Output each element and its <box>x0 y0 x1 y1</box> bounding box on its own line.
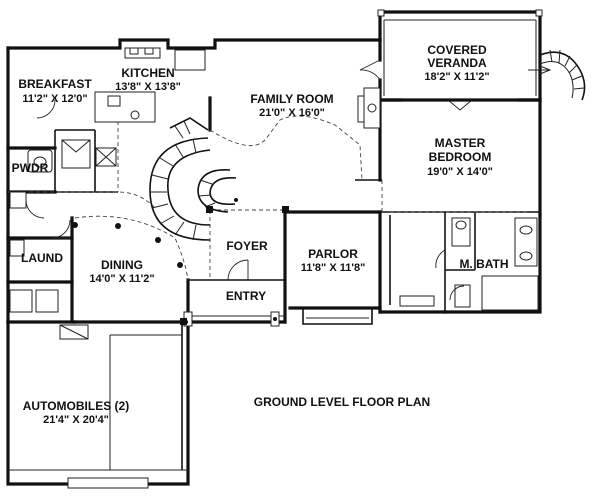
covered-veranda-label-1: COVERED <box>427 43 487 57</box>
family-room-label: FAMILY ROOM <box>250 92 333 106</box>
pwdr-label: PWDR <box>12 161 49 175</box>
master-bedroom-label-1: MASTER <box>435 136 486 150</box>
garage-fixtures <box>8 322 188 489</box>
covered-veranda-dims: 18'2" X 11'2" <box>424 71 489 83</box>
fireplace-and-windows <box>183 87 435 327</box>
laund-label: LAUND <box>21 251 63 265</box>
doors <box>25 59 473 340</box>
m-bath-label: M. BATH <box>459 257 508 271</box>
veranda-rail <box>377 9 543 96</box>
columns <box>72 206 289 325</box>
automobiles-dims: 21'4" X 20'4" <box>43 414 109 426</box>
dining-label: DINING <box>101 258 143 272</box>
family-room-dims: 21'0" X 16'0" <box>259 107 325 119</box>
kitchen-label: KITCHEN <box>121 66 174 80</box>
spiral-stair <box>149 117 238 241</box>
breakfast-dims: 11'2" X 12'0" <box>22 93 87 105</box>
parlor-dims: 11'8" X 11'8" <box>301 262 366 274</box>
parlor-label: PARLOR <box>308 247 358 261</box>
dining-dims: 14'0" X 11'2" <box>89 273 154 285</box>
automobiles-label: AUTOMOBILES (2) <box>23 399 129 413</box>
dashed-lines <box>8 100 530 281</box>
plan-title: GROUND LEVEL FLOOR PLAN <box>254 395 430 409</box>
master-bedroom-label-2: BEDROOM <box>429 150 492 164</box>
master-bedroom-dims: 19'0" X 14'0" <box>427 166 493 178</box>
kitchen-fixtures <box>61 47 206 169</box>
room-labels: BREAKFAST 11'2" X 12'0" KITCHEN 13'8" X … <box>12 43 509 426</box>
covered-veranda-label-2: VERANDA <box>427 56 487 70</box>
veranda-stair <box>528 49 586 101</box>
kitchen-dims: 13'8" X 13'8" <box>115 81 181 93</box>
entry-label: ENTRY <box>226 289 266 303</box>
breakfast-label: BREAKFAST <box>18 77 92 91</box>
foyer-label: FOYER <box>226 239 268 253</box>
bath-fixtures <box>9 149 539 313</box>
